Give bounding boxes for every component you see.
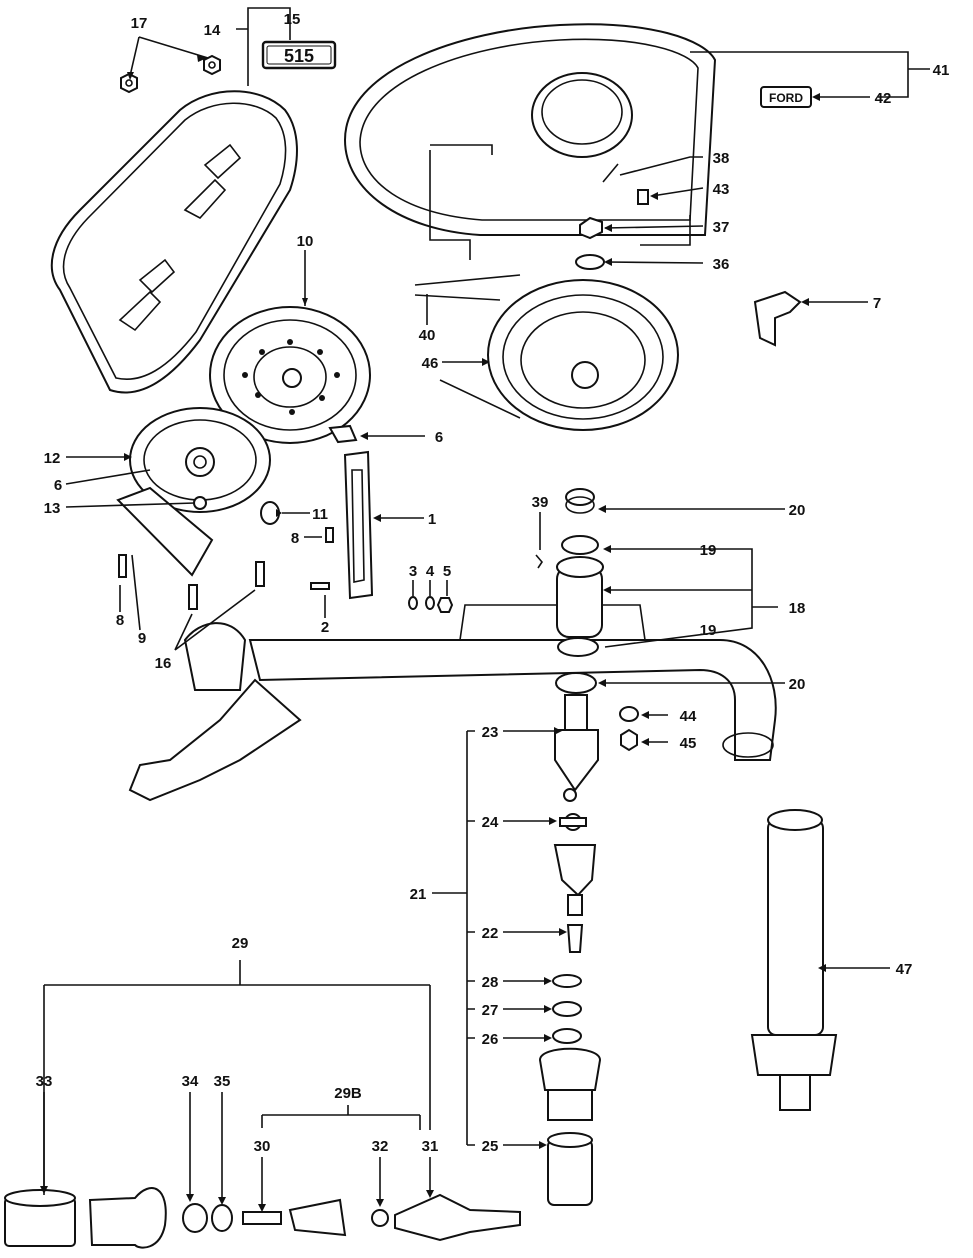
- callout-20-bottom: 20: [789, 676, 806, 693]
- callout-16: 16: [155, 655, 172, 672]
- callout-41: 41: [933, 62, 950, 79]
- part-15-model-badge: 515: [261, 40, 337, 70]
- callout-29b: 29B: [334, 1085, 362, 1102]
- callout-26: 26: [482, 1031, 499, 1048]
- callout-47: 47: [896, 961, 913, 978]
- callout-23: 23: [482, 724, 499, 741]
- callout-18: 18: [789, 600, 806, 617]
- part-22-yoke: [553, 844, 597, 953]
- part-18-spindle-housing: [555, 488, 604, 694]
- leader-lines: [43, 7, 930, 1210]
- callout-32: 32: [372, 1138, 389, 1155]
- callout-45: 45: [680, 735, 697, 752]
- callout-39: 39: [532, 494, 549, 511]
- callout-11: 11: [312, 506, 328, 523]
- parts-2-5-hardware: [310, 582, 454, 613]
- part-9-bracket-plate: [116, 486, 214, 577]
- callout-6-right: 6: [435, 429, 443, 446]
- callout-19-bottom: 19: [700, 622, 717, 639]
- callout-9: 9: [138, 630, 146, 647]
- callout-17: 17: [131, 15, 148, 32]
- part-46-pulley: [414, 274, 679, 431]
- callout-43: 43: [713, 181, 730, 198]
- callout-29: 29: [232, 935, 249, 952]
- part-7-bracket: [753, 290, 802, 347]
- callout-12: 12: [44, 450, 61, 467]
- part-16-bolts: [188, 561, 265, 610]
- part-47-tube: [750, 809, 838, 1111]
- part-14-belt-guard: [50, 90, 298, 394]
- callout-3: 3: [409, 563, 417, 580]
- callout-7: 7: [873, 295, 881, 312]
- brand-badge-text: FORD: [769, 91, 803, 105]
- callout-21: 21: [410, 886, 427, 903]
- callout-2: 2: [321, 619, 329, 636]
- callout-31: 31: [422, 1138, 439, 1155]
- callout-15: 15: [284, 11, 301, 28]
- front-axle-frame: [128, 604, 777, 802]
- callout-22: 22: [482, 925, 499, 942]
- part-39-pin: [535, 554, 544, 569]
- part-23-shaft: [554, 694, 599, 802]
- callout-19-top: 19: [700, 542, 717, 559]
- callout-25: 25: [482, 1138, 499, 1155]
- callout-35: 35: [214, 1073, 231, 1090]
- callout-34: 34: [182, 1073, 199, 1090]
- part-29-driveline: [4, 1187, 521, 1249]
- callout-30: 30: [254, 1138, 271, 1155]
- parts-26-28-rings: [552, 974, 582, 1044]
- part-13-washer: [193, 496, 207, 510]
- callout-38: 38: [713, 150, 730, 167]
- part-17-nuts: [120, 54, 221, 94]
- part-1-channel: [343, 450, 374, 600]
- callout-14: 14: [204, 22, 221, 39]
- part-42-brand-badge: FORD: [760, 86, 812, 108]
- callout-1: 1: [428, 511, 436, 528]
- model-badge-text: 515: [284, 46, 314, 66]
- callout-8-mid: 8: [291, 530, 299, 547]
- part-8-bolts: [118, 527, 334, 578]
- part-41-guard: [343, 23, 717, 260]
- callout-5: 5: [443, 563, 451, 580]
- callout-24: 24: [482, 814, 499, 831]
- callout-10: 10: [297, 233, 314, 250]
- parts-36-38-hardware: [575, 163, 649, 270]
- part-24-cross: [559, 813, 587, 831]
- part-25-shield: [538, 1047, 602, 1206]
- arrowheads: [40, 55, 826, 1212]
- part-12-rear-pulley: [129, 407, 271, 513]
- callout-44: 44: [680, 708, 697, 725]
- callout-33: 33: [36, 1073, 53, 1090]
- callout-6-left: 6: [54, 477, 62, 494]
- callout-28: 28: [482, 974, 499, 991]
- part-10-pulley: [209, 306, 371, 444]
- callout-8-left: 8: [116, 612, 124, 629]
- callout-37: 37: [713, 219, 730, 236]
- parts-44-45: [619, 706, 639, 752]
- callout-42: 42: [875, 90, 892, 107]
- callout-4: 4: [426, 563, 435, 580]
- callout-36: 36: [713, 256, 730, 273]
- callout-40: 40: [419, 327, 436, 344]
- callout-20-top: 20: [789, 502, 806, 519]
- callout-13: 13: [44, 500, 61, 517]
- part-6-clip: [328, 424, 358, 444]
- callout-27: 27: [482, 1002, 499, 1019]
- callout-46: 46: [422, 355, 439, 372]
- callout-labels: 17 14 15 10 12 6 13 11 8 6 1 8 9 16 2 3 …: [36, 11, 950, 1155]
